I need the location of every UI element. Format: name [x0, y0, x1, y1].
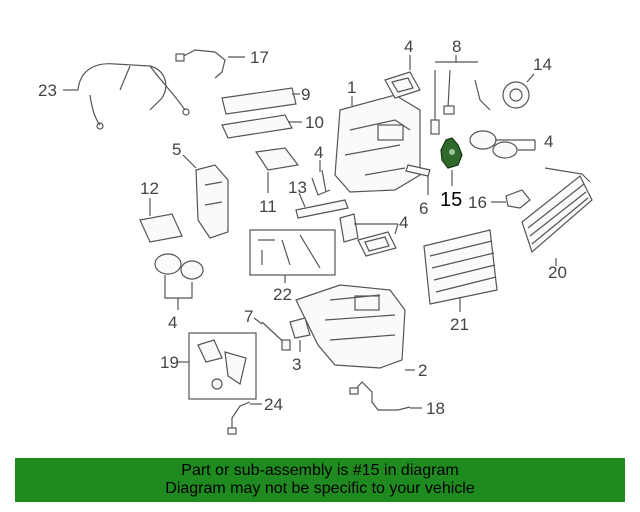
part-22-hose	[349, 381, 411, 411]
leader-8	[435, 55, 478, 63]
part-23-hose	[227, 401, 251, 435]
callout-2: 2	[418, 361, 427, 380]
part-4-rod	[311, 169, 331, 196]
part-13-strip	[295, 199, 349, 219]
leader-4e	[164, 275, 193, 310]
part-12-cover	[139, 213, 183, 243]
callout-13: 13	[288, 178, 307, 197]
callout-1: 1	[347, 78, 356, 97]
leader-7	[253, 317, 263, 325]
callout-20: 22	[273, 285, 292, 304]
part-3-actuator	[289, 317, 311, 339]
part-10-filter	[221, 114, 293, 139]
callout-7: 7	[244, 307, 253, 326]
part-9-plate	[221, 87, 297, 115]
leader-4b	[495, 139, 536, 151]
callout-23: 24	[264, 395, 283, 414]
leader-13	[298, 192, 306, 208]
part-14-motor	[502, 81, 530, 109]
callout-4b: 4	[544, 132, 553, 151]
callout-5: 5	[172, 140, 181, 159]
part-11-panel	[254, 147, 300, 171]
parts-diagram: 23 17 9 10 11 1 4 8	[38, 37, 593, 435]
callout-18: 16	[468, 193, 487, 212]
callout-11: 11	[259, 197, 277, 216]
part-20-kit	[249, 229, 336, 276]
part-16-subassembly	[188, 332, 257, 400]
part-2-lower-case	[295, 284, 406, 369]
part-8-linkage	[430, 69, 491, 135]
callout-4e: 4	[168, 313, 177, 332]
part-19-evaporator	[423, 229, 498, 305]
part-7-rod	[261, 321, 291, 351]
banner-line-1: Part or sub-assembly is #15 in diagram	[181, 462, 459, 479]
part-4-seals-right	[469, 130, 518, 159]
callout-8: 8	[452, 37, 461, 56]
part-5-duct	[195, 164, 229, 239]
callout-3: 3	[292, 355, 301, 374]
part-4-seals-left	[154, 253, 204, 280]
callout-4a: 4	[404, 37, 413, 56]
callout-14: 14	[533, 55, 552, 74]
info-banner: Part or sub-assembly is #15 in diagram D…	[15, 458, 625, 502]
leader-14	[526, 73, 535, 83]
part-21-cable	[175, 49, 226, 79]
callout-22: 18	[426, 399, 445, 418]
part-15-actuator-highlighted	[440, 137, 463, 169]
callout-15: 15	[440, 189, 462, 211]
callout-6: 6	[419, 199, 428, 218]
leader-4d	[354, 223, 399, 235]
part-18-clip	[505, 189, 531, 209]
part-17-heater-core	[521, 167, 593, 254]
callout-19: 21	[450, 315, 469, 334]
callout-12: 12	[140, 179, 159, 198]
callout-16: 19	[160, 353, 179, 372]
part-1-hvac-case	[334, 94, 421, 193]
callout-4c: 4	[314, 143, 323, 162]
leader-5	[182, 154, 197, 169]
callout-10: 10	[305, 113, 324, 132]
part-4-grille-center	[339, 213, 397, 257]
callout-21: 17	[250, 48, 269, 67]
part-4-grille-top	[384, 71, 421, 99]
callout-9: 9	[301, 85, 310, 104]
banner-line-2: Diagram may not be specific to your vehi…	[165, 480, 475, 497]
callout-4d: 4	[399, 213, 408, 232]
callout-17: 20	[548, 263, 567, 282]
part-24-wiring-harness	[77, 63, 190, 130]
callout-24: 23	[38, 81, 57, 100]
